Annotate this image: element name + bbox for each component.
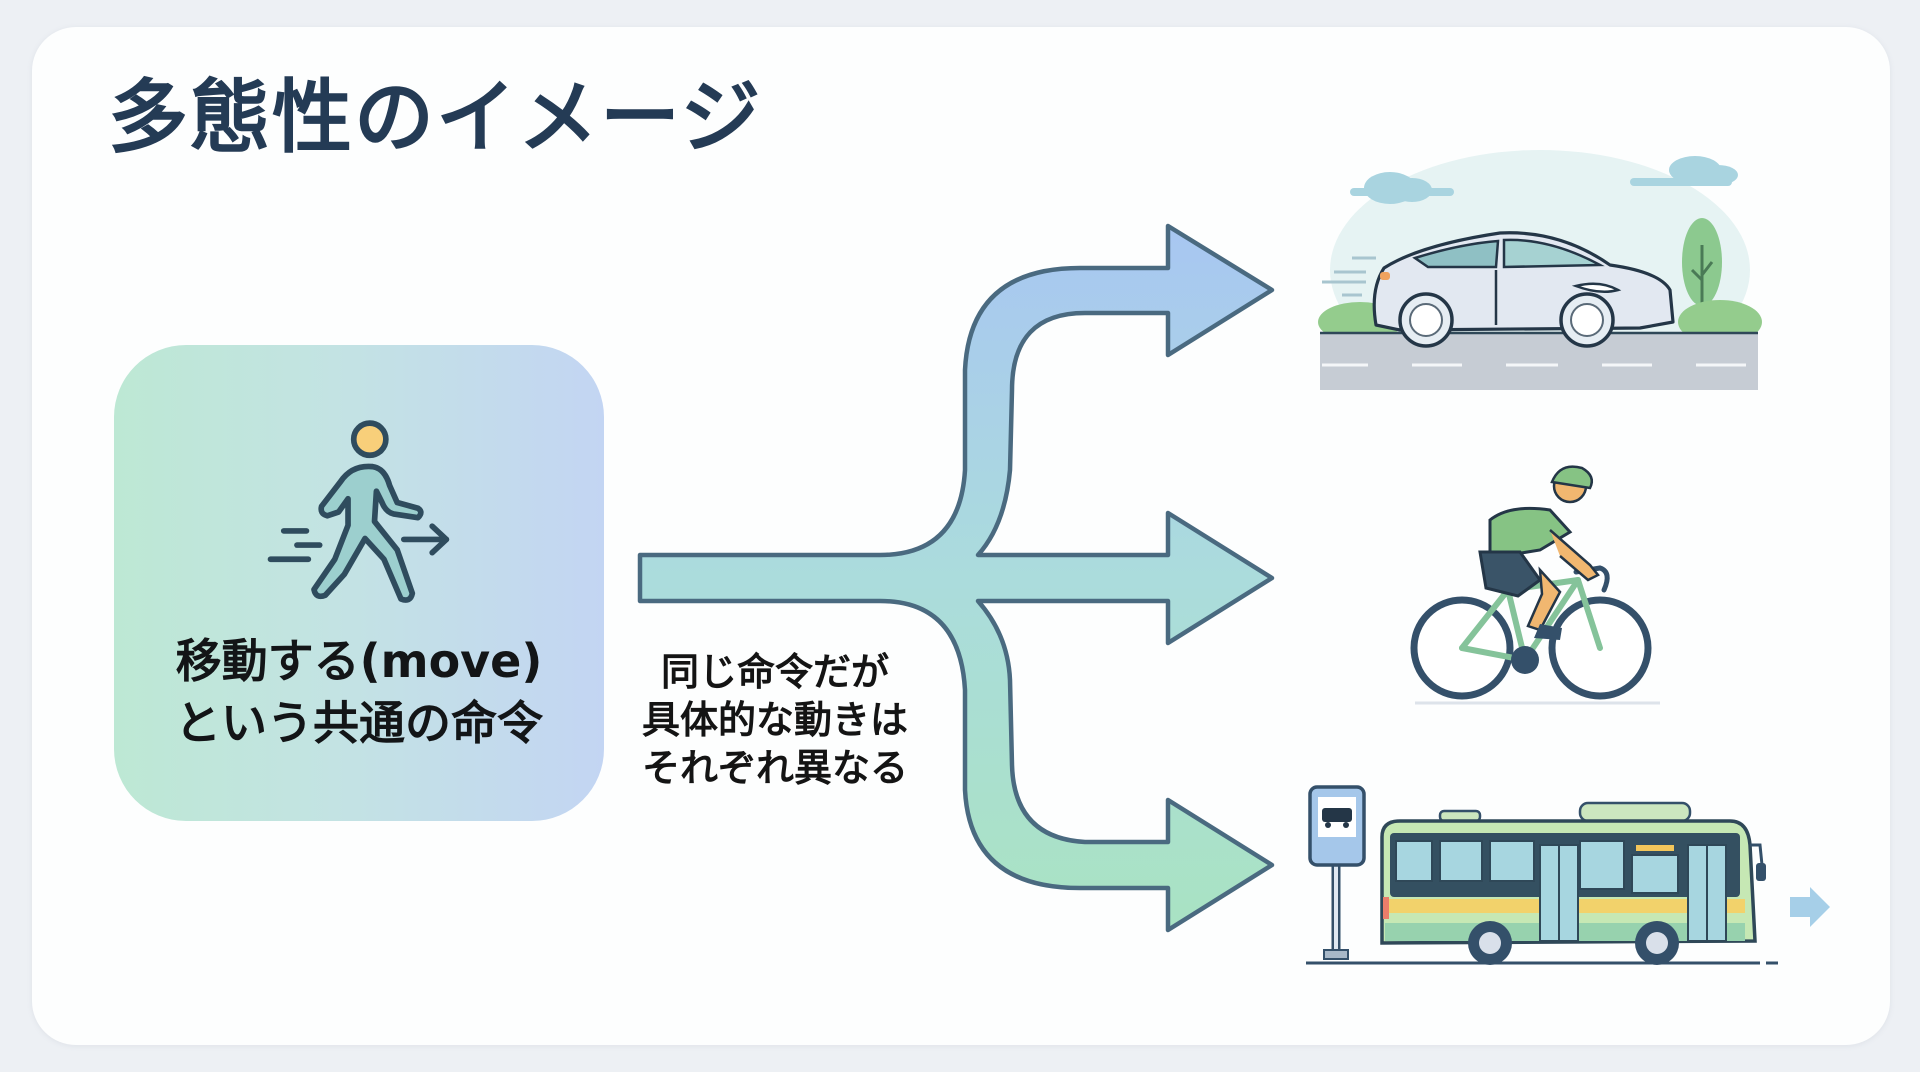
command-line-1: 移動する(move) bbox=[175, 634, 543, 688]
page-title: 多態性のイメージ bbox=[108, 71, 763, 164]
motion-arrow-icon bbox=[1790, 887, 1830, 927]
bicycle-icon bbox=[1410, 465, 1660, 705]
bus-icon bbox=[1306, 785, 1830, 965]
explanation-note: 同じ命令だが 具体的な動きは それぞれ異なる bbox=[620, 648, 930, 792]
bus-stop-sign bbox=[1308, 785, 1366, 960]
command-line-2: という共通の命令 bbox=[175, 696, 543, 750]
walking-person-icon bbox=[267, 420, 450, 603]
note-line-2: 具体的な動きは bbox=[641, 698, 908, 742]
car-icon bbox=[1318, 150, 1762, 390]
cloud-icon bbox=[1350, 156, 1738, 204]
note-line-3: それぞれ異なる bbox=[641, 746, 908, 790]
branch-arrow-shape bbox=[637, 223, 1275, 933]
road bbox=[1320, 333, 1758, 390]
note-line-1: 同じ命令だが bbox=[660, 650, 889, 694]
common-command-label: 移動する(move) という共通の命令 bbox=[114, 630, 604, 754]
